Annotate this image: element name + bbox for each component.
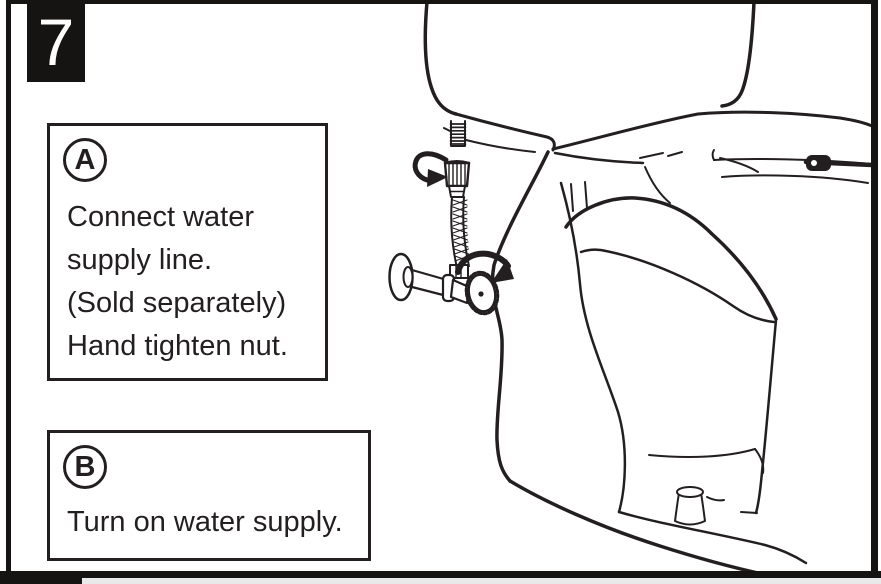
toilet-pedestal: [490, 150, 671, 514]
rotate-counterclockwise-arrow-icon: [412, 151, 449, 187]
instruction-line: supply line.: [67, 244, 213, 276]
toilet-seat-rim: [551, 110, 875, 184]
instruction-line: (Sold separately): [67, 287, 287, 319]
step-number: 7: [37, 5, 75, 79]
fill-valve-shank: [449, 120, 467, 147]
instruction-box-a: A Connect water supply line. (Sold separ…: [47, 123, 328, 381]
instruction-line: Hand tighten nut.: [67, 330, 288, 362]
hose-braid-texture: [452, 199, 470, 262]
instruction-line: Connect water: [67, 201, 254, 233]
shutoff-valve: [388, 252, 500, 316]
frame-border-top: [6, 0, 873, 4]
frame-border-left: [6, 0, 11, 578]
callout-letter-a: A: [74, 143, 96, 176]
seat-hinge: [803, 155, 875, 171]
footer-strip: [82, 578, 881, 584]
toilet-tank: [423, 0, 756, 153]
callout-label-b: B: [63, 445, 107, 489]
frame-border-right: [871, 0, 878, 584]
bolt-cap: [674, 486, 725, 526]
instruction-line: Turn on water supply.: [67, 506, 343, 538]
instruction-text-a: Connect water supply line. (Sold separat…: [67, 196, 288, 368]
instruction-box-b: B Turn on water supply.: [47, 430, 371, 561]
callout-label-a: A: [63, 138, 107, 182]
next-step-block: [0, 578, 82, 584]
frame-border-bottom: [0, 571, 881, 578]
rotate-clockwise-arrow-icon: [455, 250, 514, 283]
step-number-badge: 7: [27, 3, 85, 82]
instruction-text-b: Turn on water supply.: [67, 501, 343, 544]
toilet-bowl: [564, 196, 778, 324]
callout-letter-b: B: [74, 450, 96, 483]
toilet-base: [508, 318, 808, 584]
supply-line-hose: [443, 160, 471, 279]
